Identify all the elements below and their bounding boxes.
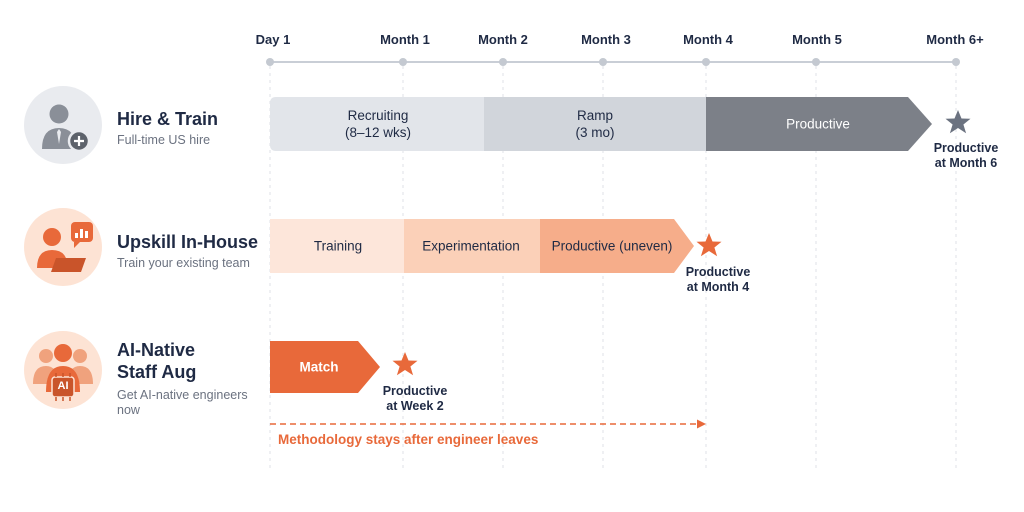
segment-label-ramp: Ramp (3 mo) bbox=[575, 108, 615, 140]
bar-productive-uneven bbox=[540, 219, 694, 273]
star-icon bbox=[945, 110, 971, 134]
milestone-month-6: Productive at Month 6 bbox=[933, 141, 999, 170]
segment-label-training: Training bbox=[313, 238, 363, 254]
milestone-month-4: Productive at Month 4 bbox=[685, 265, 751, 294]
segment-label-experimentation: Experimentation bbox=[422, 238, 520, 254]
tick-dot bbox=[702, 58, 710, 66]
ai-team-icon bbox=[24, 331, 102, 409]
row-subtitle-ai-native: Get AI-native engineers now bbox=[117, 388, 248, 417]
bar-recruiting bbox=[270, 97, 484, 151]
tick-dot bbox=[399, 58, 407, 66]
tick-dot bbox=[599, 58, 607, 66]
tick-label-month-5: Month 5 bbox=[792, 32, 842, 47]
tick-label-month-3: Month 3 bbox=[581, 32, 631, 47]
ai-badge-text: AI bbox=[57, 380, 69, 392]
tick-dot bbox=[499, 58, 507, 66]
bar-training bbox=[270, 219, 404, 273]
segment-label-match: Match bbox=[299, 359, 339, 375]
person-laptop-icon bbox=[24, 208, 102, 286]
person-add-icon bbox=[24, 86, 102, 164]
tick-label-month-1: Month 1 bbox=[380, 32, 430, 47]
bar-ramp bbox=[484, 97, 706, 151]
row-title-upskill: Upskill In-House bbox=[117, 232, 259, 252]
bar-experimentation bbox=[404, 219, 540, 273]
bar-productive-gray bbox=[706, 97, 932, 151]
methodology-note: Methodology stays after engineer leaves bbox=[278, 432, 539, 447]
milestone-week-2: Productive at Week 2 bbox=[382, 384, 448, 413]
tick-label-month-2: Month 2 bbox=[478, 32, 528, 47]
tick-dots bbox=[266, 58, 960, 66]
row-subtitle-upskill: Train your existing team bbox=[117, 256, 250, 270]
tick-dot bbox=[812, 58, 820, 66]
tick-label-month-4: Month 4 bbox=[683, 32, 733, 47]
tick-dot bbox=[952, 58, 960, 66]
segment-label-productive-uneven: Productive (uneven) bbox=[551, 238, 673, 254]
segment-label-recruiting: Recruiting (8–12 wks) bbox=[344, 108, 412, 140]
bar-match bbox=[270, 341, 380, 393]
star-icon bbox=[392, 352, 418, 376]
star-icon bbox=[696, 233, 722, 257]
row-title-hire-train: Hire & Train bbox=[117, 109, 219, 129]
tick-label-day-1: Day 1 bbox=[255, 32, 291, 47]
tick-dot bbox=[266, 58, 274, 66]
tick-label-month-6-plus: Month 6+ bbox=[926, 32, 984, 47]
row-subtitle-hire-train: Full-time US hire bbox=[117, 133, 211, 147]
row-title-ai-native: AI-Native Staff Aug bbox=[117, 340, 197, 382]
segment-label-productive: Productive bbox=[786, 116, 850, 132]
methodology-arrowhead bbox=[697, 419, 706, 429]
